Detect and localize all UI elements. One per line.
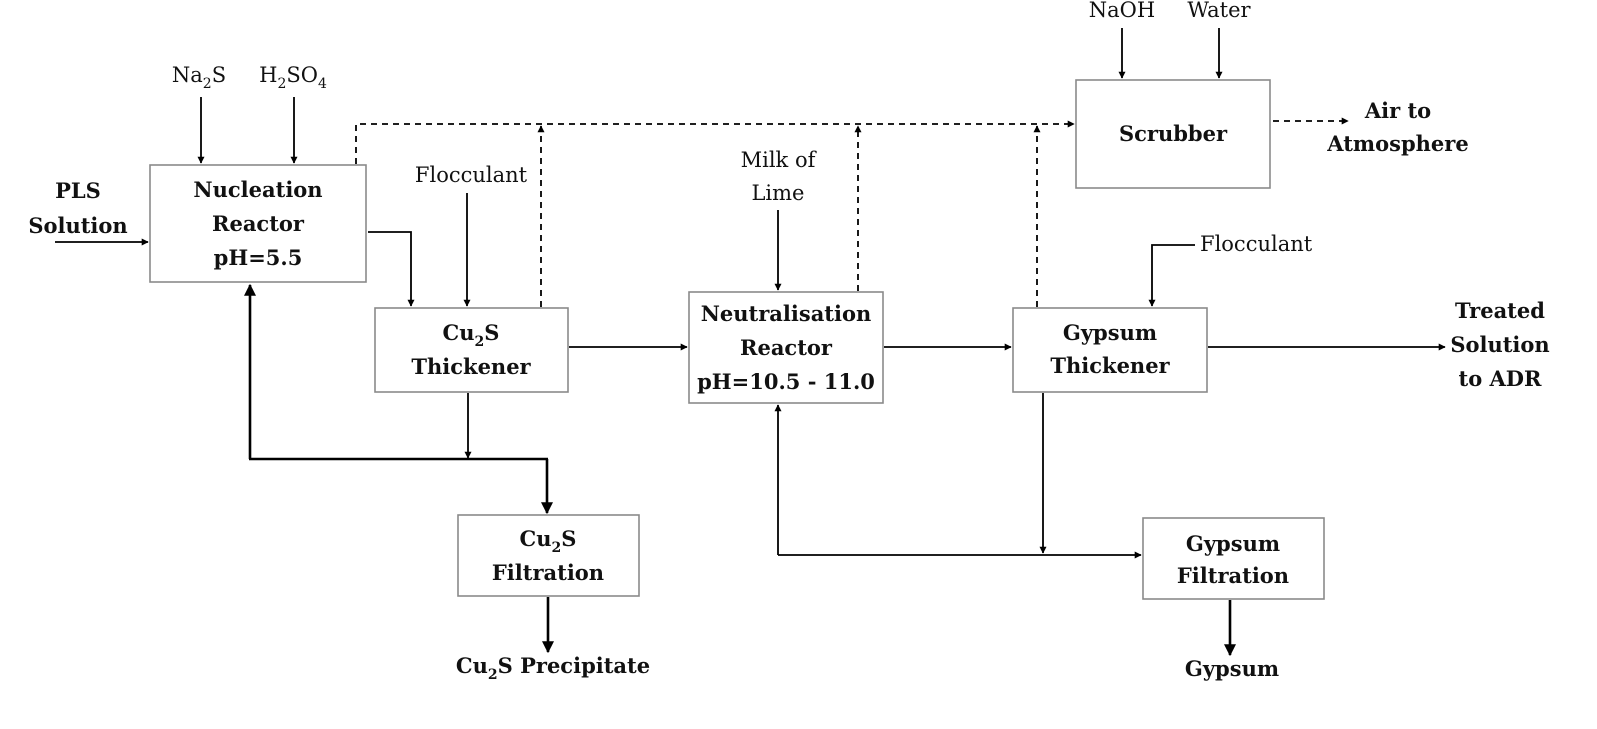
neutralisation-line3: pH=10.5 - 11.0 bbox=[697, 369, 875, 394]
gypsum-filtration-label: Gypsum Filtration bbox=[1177, 531, 1289, 588]
naoh-label: NaOH bbox=[1089, 0, 1155, 22]
cu2s-filtration-line1: Cu2S bbox=[520, 526, 577, 556]
scrubber-box bbox=[1075, 79, 1271, 189]
scrubber-label: Scrubber bbox=[1119, 121, 1228, 146]
cu2s-filtration-line2: Filtration bbox=[492, 560, 604, 585]
pls-line2: Solution bbox=[28, 213, 127, 238]
pls-line1: PLS bbox=[55, 178, 101, 203]
cu2s-filtration-box bbox=[457, 514, 640, 597]
cu2s-thickener-box bbox=[374, 307, 569, 393]
gypsum-filtration-line2: Filtration bbox=[1177, 563, 1289, 588]
gypsum-product-label: Gypsum bbox=[1185, 656, 1279, 681]
nucleation-line3: pH=5.5 bbox=[214, 245, 303, 270]
gypsum-thickener-line1: Gypsum bbox=[1063, 320, 1157, 345]
cu2s-precipitate-label: Cu2S Precipitate bbox=[456, 653, 650, 683]
treated-line1: Treated bbox=[1455, 298, 1545, 323]
air-line2: Atmosphere bbox=[1326, 131, 1468, 156]
neutralisation-reactor-box bbox=[688, 291, 884, 404]
air-line1: Air to bbox=[1364, 98, 1431, 123]
flocculant-2-label: Flocculant bbox=[1200, 232, 1313, 256]
nucleation-reactor-label: Nucleation Reactor pH=5.5 bbox=[193, 177, 322, 270]
water-label: Water bbox=[1187, 0, 1251, 22]
arrow-nucleation-to-cu2s-thickener bbox=[368, 231, 415, 307]
milk-of-lime-line1: Milk of bbox=[741, 148, 818, 172]
nucleation-reactor-box bbox=[149, 164, 367, 283]
treated-solution-label: Treated Solution to ADR bbox=[1450, 298, 1549, 391]
cu2s-thickener-line2: Thickener bbox=[411, 354, 531, 379]
neutralisation-reactor-label: Neutralisation Reactor pH=10.5 - 11.0 bbox=[697, 301, 875, 394]
cu2s-thickener-label: Cu2S Thickener bbox=[411, 320, 531, 379]
gypsum-thickener-label: Gypsum Thickener bbox=[1050, 320, 1170, 378]
gypsum-thickener-box bbox=[1012, 307, 1208, 393]
gypsum-filtration-line1: Gypsum bbox=[1186, 531, 1280, 556]
nucleation-line1: Nucleation bbox=[193, 177, 322, 202]
gypsum-filtration-box bbox=[1142, 517, 1325, 600]
gypsum-thickener-line2: Thickener bbox=[1050, 353, 1170, 378]
air-to-atmosphere-label: Air to Atmosphere bbox=[1326, 98, 1468, 156]
cu2s-filtration-label: Cu2S Filtration bbox=[492, 526, 604, 585]
neutralisation-line1: Neutralisation bbox=[701, 301, 872, 326]
flocculant-1-label: Flocculant bbox=[415, 163, 528, 187]
milk-of-lime-label: Milk of Lime bbox=[741, 148, 818, 205]
h2so4-label: H2SO4 bbox=[259, 63, 327, 92]
milk-of-lime-line2: Lime bbox=[751, 181, 804, 205]
pls-solution-label: PLS Solution bbox=[28, 178, 127, 238]
neutralisation-line2: Reactor bbox=[740, 335, 833, 360]
cu2s-thickener-line1: Cu2S bbox=[443, 320, 500, 350]
na2s-label: Na2S bbox=[172, 63, 226, 92]
treated-line2: Solution bbox=[1450, 332, 1549, 357]
treated-line3: to ADR bbox=[1459, 366, 1543, 391]
arrow-flocculant-2-in bbox=[1148, 244, 1195, 307]
nucleation-line2: Reactor bbox=[212, 211, 305, 236]
dashed-offgas-header-to-scrubber bbox=[355, 120, 1075, 164]
